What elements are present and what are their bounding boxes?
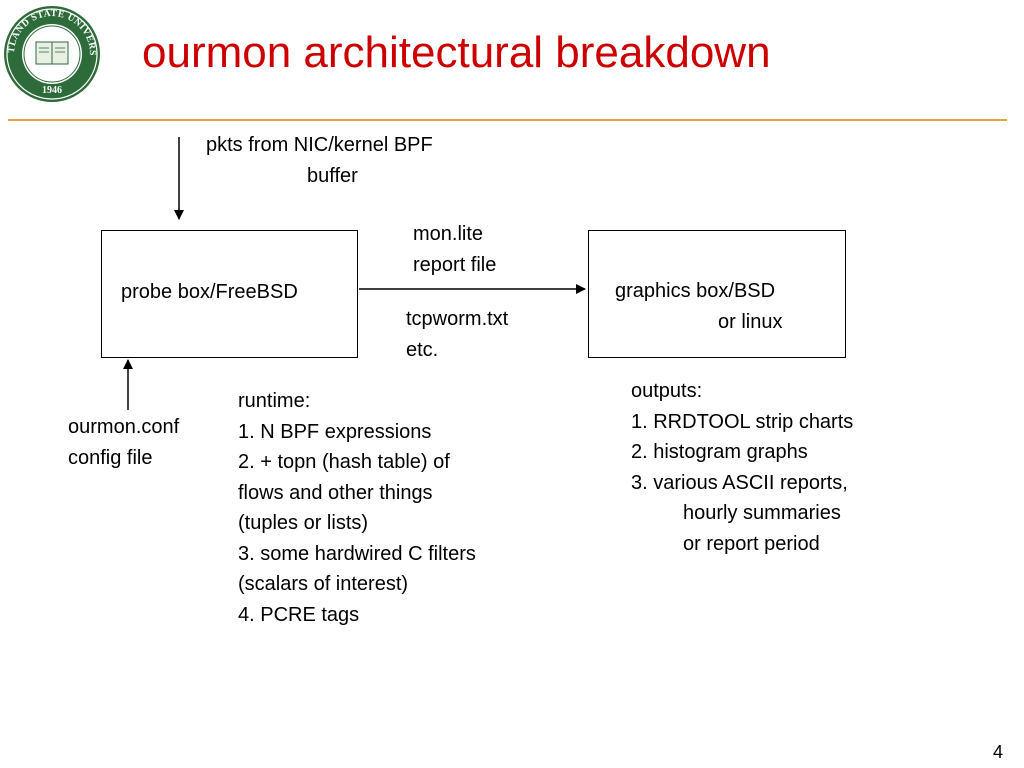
seal-year: 1946	[42, 85, 62, 96]
transfer-bottom-line1: tcpworm.txt	[406, 308, 509, 330]
input-label-line2: buffer	[307, 165, 358, 187]
transfer-top-line1: mon.lite	[413, 223, 484, 245]
input-label-line1: pkts from NIC/kernel BPF	[206, 134, 433, 156]
runtime-line: flows and other things	[238, 481, 433, 504]
runtime-line: (scalars of interest)	[238, 573, 409, 595]
probe-box-label: probe box/FreeBSD	[121, 281, 298, 303]
title-divider	[8, 119, 1007, 121]
runtime-line: 1. N BPF expressions	[238, 420, 432, 443]
page-number: 4	[993, 742, 1004, 762]
outputs-line: or report period	[683, 532, 820, 555]
config-label-line2: config file	[68, 447, 153, 469]
university-seal-icon: PORTLAND STATE UNIVERSITY 1946	[2, 4, 100, 102]
runtime-line: 2. + topn (hash table) of	[238, 451, 450, 473]
runtime-line: 3. some hardwired C filters	[238, 542, 476, 565]
graphics-box: graphics box/BSD or linux	[588, 230, 846, 358]
outputs-line: 3. various ASCII reports,	[631, 471, 848, 494]
transfer-bottom-line2: etc.	[406, 339, 439, 361]
probe-box: probe box/FreeBSD	[101, 230, 358, 358]
config-label-line1: ourmon.conf	[68, 416, 180, 438]
outputs-line: 1. RRDTOOL strip charts	[631, 410, 854, 433]
transfer-top-line2: report file	[413, 254, 497, 276]
outputs-line: 2. histogram graphs	[631, 441, 808, 463]
runtime-line: (tuples or lists)	[238, 512, 369, 534]
outputs-list: outputs: 1. RRDTOOL strip charts 2. hist…	[631, 376, 853, 559]
runtime-list: runtime: 1. N BPF expressions 2. + topn …	[238, 386, 476, 630]
graphics-box-label-line1: graphics box/BSD	[615, 280, 776, 302]
slide-title: ourmon architectural breakdown	[142, 28, 771, 77]
outputs-line: outputs:	[631, 380, 703, 402]
runtime-line: 4. PCRE tags	[238, 603, 360, 626]
runtime-line: runtime:	[238, 390, 311, 412]
graphics-box-label-line2: or linux	[718, 311, 783, 333]
outputs-line: hourly summaries	[683, 502, 841, 524]
